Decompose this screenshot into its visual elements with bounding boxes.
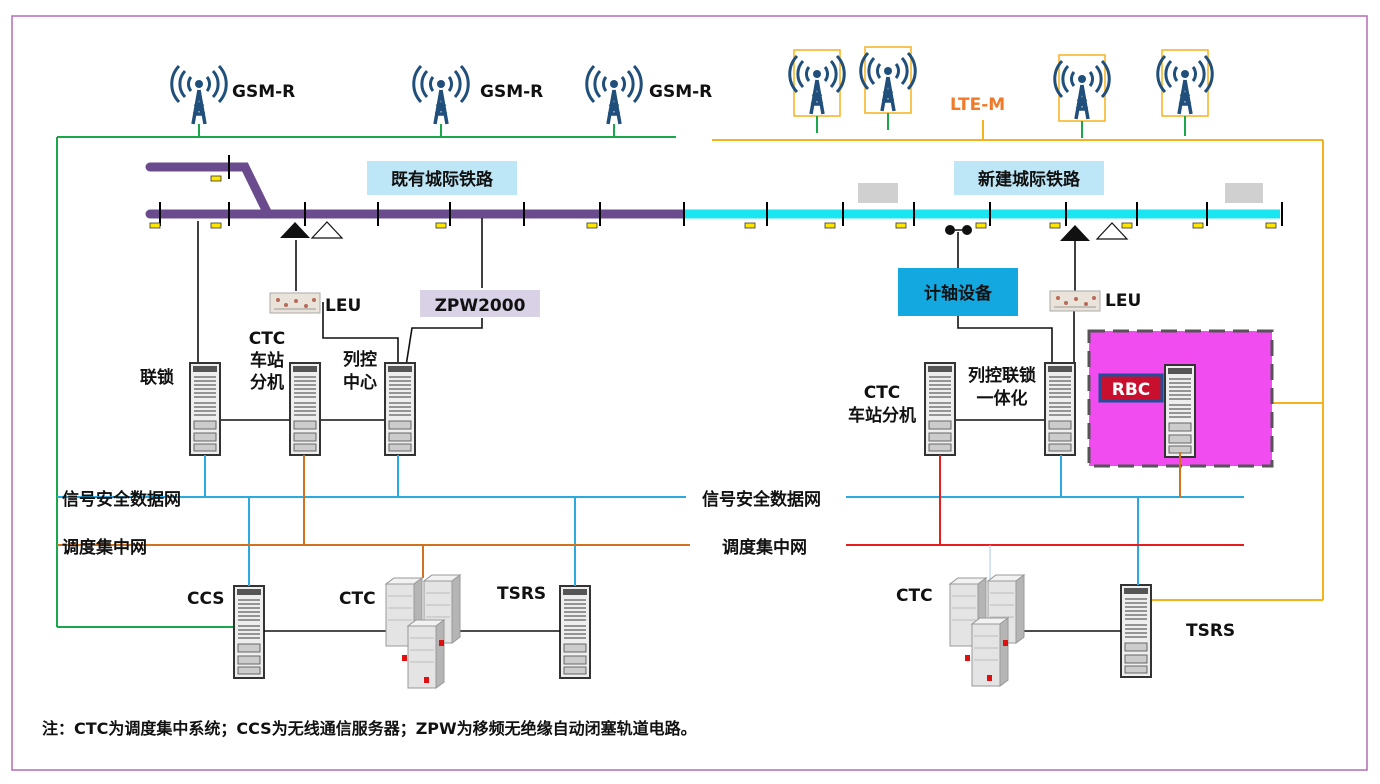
tsrs-cabinet-icon <box>559 585 591 679</box>
zpw-label: ZPW2000 <box>435 296 526 316</box>
gsmr-label: GSM-R <box>649 82 712 102</box>
ltem-tower-icon <box>788 49 846 117</box>
footnote: 注：CTC为调度集中系统；CCS为无线通信服务器；ZPW为移频无绝缘自动闭塞轨道… <box>42 719 697 738</box>
axle-counter-sensor-icon <box>945 225 972 235</box>
ltem-label: LTE-M <box>950 95 1005 115</box>
ccs-cabinet-icon <box>233 585 265 679</box>
interlocking-cabinet-icon <box>189 362 221 456</box>
axle-counter-label: 计轴设备 <box>924 283 993 304</box>
dispatch-network-label: 调度集中网 <box>62 537 147 558</box>
ctc-label: CTC <box>339 589 376 609</box>
signal-icon <box>310 221 344 239</box>
rbc-label: RBC <box>1112 380 1151 400</box>
leu-label-right: LEU <box>1105 291 1141 311</box>
safety-network-label: 信号安全数据网 <box>62 489 181 510</box>
interlocking-label: 联锁 <box>140 367 174 388</box>
ltem-tower-icon <box>1156 49 1214 117</box>
outer-frame <box>11 15 1368 771</box>
ltem-tower-icon <box>859 46 917 114</box>
ctc-server-icon <box>385 574 461 689</box>
tsrs-cabinet-icon <box>1120 584 1152 678</box>
ctc-station-label-right: CTC <box>864 383 901 403</box>
gsmr-tower-icon <box>170 64 228 126</box>
gsmr-label: GSM-R <box>480 82 543 102</box>
leu-device-icon <box>269 292 321 314</box>
tsrs-label: TSRS <box>497 584 546 604</box>
train-control-label: 列控 <box>343 349 377 370</box>
train-control-center-cabinet-icon <box>384 362 416 456</box>
ltem-tower-icon <box>1053 54 1111 122</box>
ctc-station-cabinet-icon <box>924 362 956 456</box>
gsmr-tower-icon <box>585 64 643 126</box>
ctc-server-icon <box>949 574 1025 687</box>
signal-icon <box>1060 225 1090 241</box>
existing-line-label: 既有城际铁路 <box>391 169 494 190</box>
rbc-cabinet-icon <box>1164 364 1196 458</box>
integrated-label: 列控联锁 <box>968 365 1036 386</box>
new-line-label: 新建城际铁路 <box>978 169 1081 190</box>
leu-label-left: LEU <box>325 296 361 316</box>
existing-track-siding <box>145 162 273 219</box>
ctc-station-label: CTC <box>249 329 286 349</box>
gsmr-label: GSM-R <box>232 82 295 102</box>
train-control-label: 中心 <box>343 372 377 393</box>
leu-device-icon <box>1049 290 1101 312</box>
integrated-label: 一体化 <box>977 388 1028 409</box>
tsrs-label: TSRS <box>1186 621 1235 641</box>
dispatch-network-label: 调度集中网 <box>722 537 807 558</box>
signal-icon <box>1095 222 1129 240</box>
ctc-station-label: 车站 <box>250 350 284 371</box>
gsmr-tower-icon <box>412 64 470 126</box>
integrated-cabinet-icon <box>1044 362 1076 456</box>
ctc-label: CTC <box>896 586 933 606</box>
ctc-station-label: 分机 <box>250 372 284 393</box>
safety-network-label: 信号安全数据网 <box>702 489 821 510</box>
ctc-station-cabinet-icon <box>289 362 321 456</box>
ctc-station-label-right: 车站分机 <box>848 405 916 426</box>
ccs-label: CCS <box>187 589 225 609</box>
signal-icon <box>280 222 310 238</box>
